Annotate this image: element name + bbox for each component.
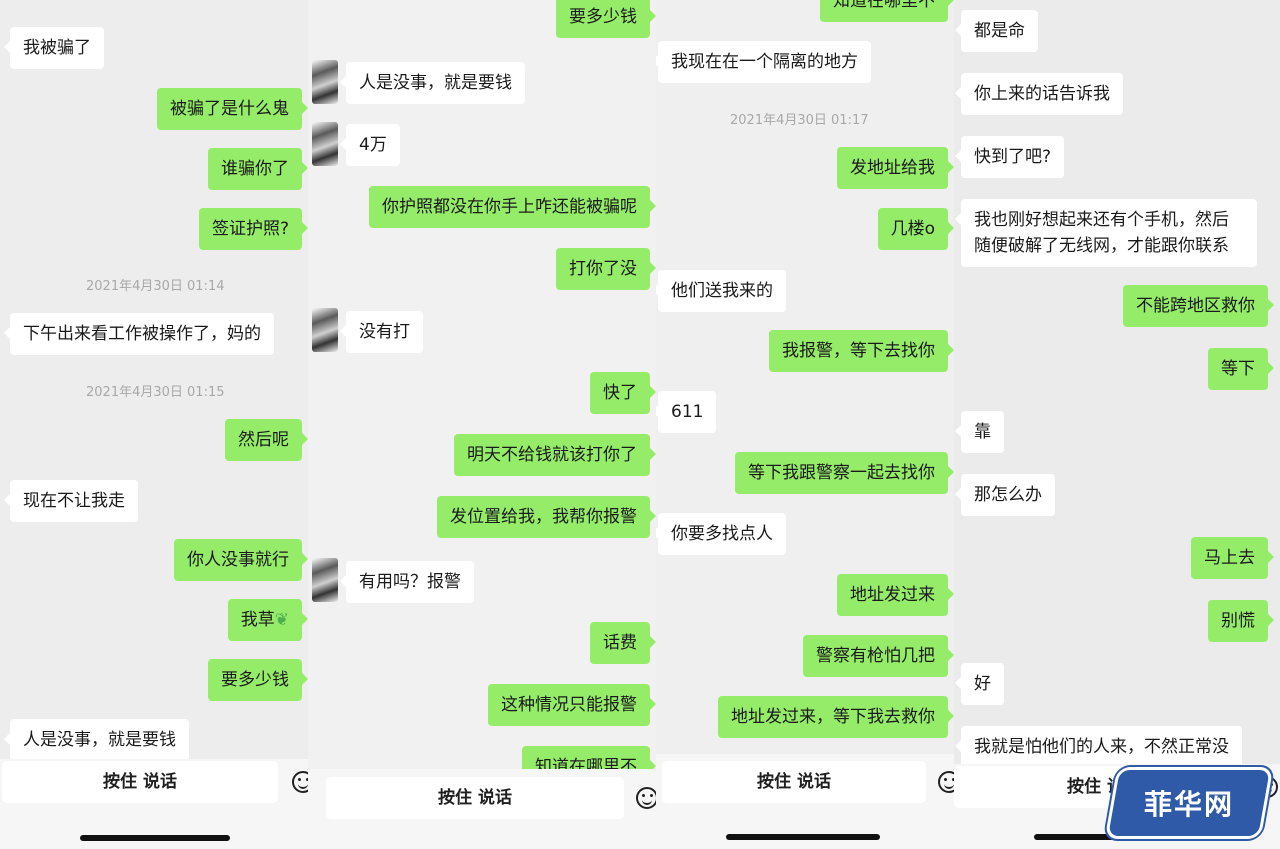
message-outgoing: 等下: [1208, 348, 1274, 390]
leaf-icon: ❦: [274, 610, 289, 630]
emoji-icon[interactable]: [938, 771, 954, 793]
input-bar: 按住 说话: [656, 754, 954, 849]
message-incoming: 靠: [955, 411, 1004, 453]
message-outgoing: 签证护照?: [198, 208, 308, 250]
message-outgoing: 谁骗你了: [208, 148, 308, 190]
message-incoming: 好: [955, 663, 1004, 705]
message-incoming: 没有打: [340, 311, 423, 353]
message-outgoing: 警察有枪怕几把: [803, 635, 954, 677]
message-outgoing: 要多少钱: [556, 0, 656, 38]
message-outgoing: 打你了没: [556, 248, 656, 290]
hold-to-talk-button[interactable]: 按住 说话: [2, 761, 278, 803]
message-outgoing: 发地址给我: [837, 147, 954, 189]
home-indicator: [1034, 834, 1184, 840]
message-outgoing: 发位置给我，我帮你报警: [437, 496, 656, 538]
home-indicator: [726, 834, 880, 840]
message-incoming: 现在不让我走: [4, 480, 138, 522]
message-incoming: 快到了吧?: [954, 136, 1065, 178]
input-bar: 按住 说话: [308, 769, 658, 849]
chat-panel-3: 知道在哪里不 我现在在一个隔离的地方 2021年4月30日 01:17 发地址给…: [656, 0, 954, 849]
message-outgoing: 这种情况只能报警: [488, 684, 656, 726]
message-incoming: 那怎么办: [955, 474, 1055, 516]
chat-panel-4: 都是命 你上来的话告诉我 快到了吧? 我也刚好想起来还有个手机，然后随便破解了无…: [954, 0, 1280, 849]
contact-avatar[interactable]: [312, 122, 338, 166]
message-incoming: 4万: [340, 124, 400, 166]
message-incoming: 下午出来看工作被操作了，妈的: [4, 313, 274, 355]
message-outgoing: 几楼o: [877, 208, 954, 250]
home-indicator: [80, 835, 230, 841]
message-incoming: 人是没事，就是要钱: [340, 62, 525, 104]
message-outgoing: 然后呢: [225, 419, 308, 461]
contact-avatar[interactable]: [312, 558, 338, 602]
emoji-icon[interactable]: [292, 771, 308, 793]
watermark-text: 菲华网: [1143, 788, 1234, 821]
emoji-icon[interactable]: [636, 787, 658, 809]
message-text: 我草: [240, 610, 275, 630]
message-outgoing: 我报警，等下去找你: [769, 330, 954, 372]
contact-avatar[interactable]: [312, 308, 338, 352]
message-outgoing: 地址发过来: [837, 574, 954, 616]
hold-to-talk-button[interactable]: 按住 说话: [326, 777, 624, 819]
message-outgoing: 别慌: [1208, 600, 1274, 642]
message-outgoing: 不能跨地区救你: [1123, 285, 1274, 327]
message-outgoing: 话费: [590, 622, 656, 664]
message-incoming: 我就是怕他们的人来，不然正常没: [955, 726, 1242, 768]
message-outgoing: 要多少钱: [208, 659, 308, 701]
timestamp: 2021年4月30日 01:17: [730, 113, 869, 128]
message-outgoing: 等下我跟警察一起去找你: [735, 452, 954, 494]
message-outgoing: 明天不给钱就该打你了: [454, 434, 656, 476]
message-outgoing: 被骗了是什么鬼: [157, 88, 308, 130]
message-incoming: 我被骗了: [4, 27, 104, 69]
message-outgoing: 知道在哪里不: [820, 0, 954, 22]
input-bar: 按住 说话: [0, 759, 308, 849]
message-incoming: 都是命: [955, 10, 1038, 52]
message-incoming: 你上来的话告诉我: [955, 73, 1123, 115]
message-outgoing: 地址发过来，等下我去救你: [718, 696, 954, 738]
chat-panel-2: 要多少钱 人是没事，就是要钱 4万 你护照都没在你手上咋还能被骗呢 打你了没 没…: [308, 0, 658, 849]
timestamp: 2021年4月30日 01:15: [86, 385, 225, 400]
message-outgoing: 马上去: [1191, 537, 1274, 579]
message-incoming: 我也刚好想起来还有个手机，然后随便破解了无线网，才能跟你联系: [955, 199, 1257, 267]
message-outgoing: 你人没事就行: [174, 539, 308, 581]
message-incoming: 人是没事，就是要钱: [4, 719, 189, 761]
site-watermark-logo: 菲华网: [1108, 770, 1270, 836]
message-incoming: 你要多找点人: [656, 513, 786, 555]
message-incoming: 我现在在一个隔离的地方: [656, 41, 871, 83]
message-incoming: 他们送我来的: [656, 270, 786, 312]
hold-to-talk-button[interactable]: 按住 说话: [662, 761, 926, 803]
message-outgoing: 你护照都没在你手上咋还能被骗呢: [369, 186, 656, 228]
message-incoming: 611: [656, 391, 717, 433]
message-outgoing: 我草❦: [227, 599, 308, 641]
message-incoming: 有用吗？报警: [340, 561, 474, 603]
timestamp: 2021年4月30日 01:14: [86, 279, 225, 294]
message-outgoing: 快了: [590, 372, 656, 414]
contact-avatar[interactable]: [312, 60, 338, 104]
chat-panel-1: 我被骗了 被骗了是什么鬼 谁骗你了 签证护照? 2021年4月30日 01:14…: [0, 0, 308, 849]
